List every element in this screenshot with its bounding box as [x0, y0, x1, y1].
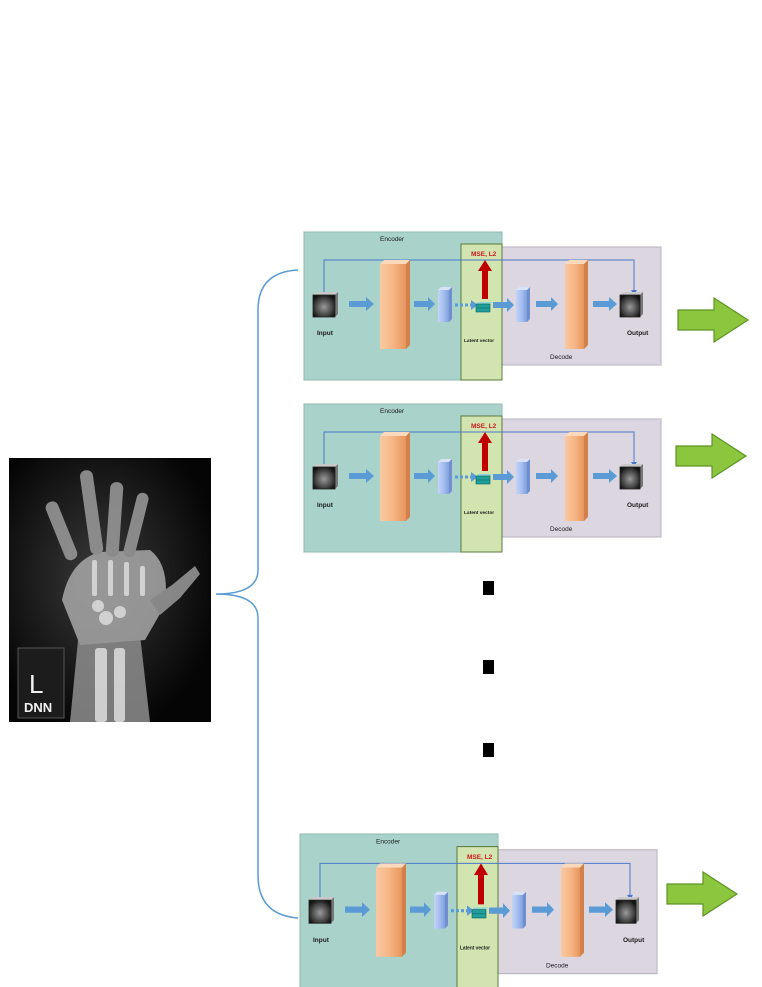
input-label: Input	[317, 330, 334, 337]
encoder-label: Encoder	[380, 236, 405, 243]
autoencoder-2: Encoder MSE, L2 Input Latent vector Outp…	[302, 402, 663, 554]
latent-label: Latent vector	[464, 338, 494, 344]
output-label: Output	[627, 330, 649, 337]
loss-label: MSE, L2	[471, 251, 497, 258]
input-label: Input	[317, 502, 334, 509]
input-label: Input	[313, 937, 330, 944]
output-label: Output	[623, 937, 645, 944]
xray-side-marker: L	[29, 669, 43, 699]
output-arrow-n	[666, 871, 738, 917]
latent-label: Latent vector	[460, 945, 490, 951]
ellipsis-dot	[483, 581, 494, 595]
output-arrow-1	[677, 297, 749, 343]
encoder-label: Encoder	[380, 408, 405, 415]
encoder-label: Encoder	[376, 838, 401, 845]
decoder-label: Decode	[550, 354, 573, 361]
loss-label: MSE, L2	[467, 854, 493, 861]
ellipsis-dot	[483, 743, 494, 757]
autoencoder-1: Encoder MSE, L2 Input Latent vector Outp…	[302, 230, 663, 382]
xray-tag-text: DNN	[24, 700, 52, 715]
output-label: Output	[627, 502, 649, 509]
decoder-label: Decode	[546, 962, 569, 969]
ellipsis-dots	[483, 581, 494, 757]
output-arrow-2	[675, 433, 747, 479]
loss-label: MSE, L2	[471, 423, 497, 430]
hand-xray-image: L DNN	[9, 458, 211, 722]
decoder-label: Decode	[550, 526, 573, 533]
latent-label: Latent vector	[464, 510, 494, 516]
autoencoder-n: Encoder MSE, L2 Input Latent vector Outp…	[298, 832, 659, 987]
branch-bracket	[215, 269, 299, 919]
ellipsis-dot	[483, 660, 494, 674]
